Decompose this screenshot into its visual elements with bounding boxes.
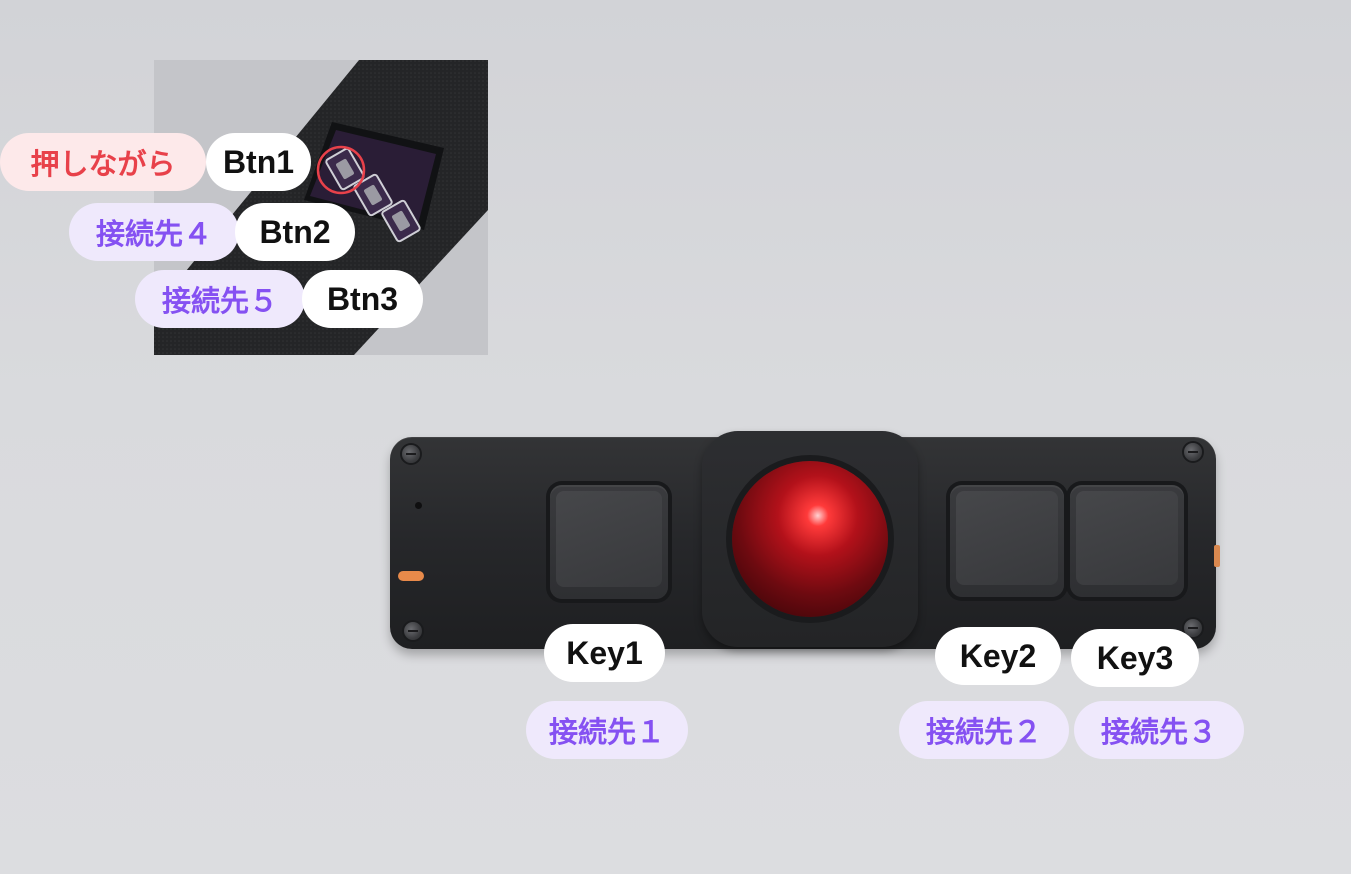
screw-top-right bbox=[1184, 443, 1202, 461]
key2-action-label: 接続先２ bbox=[899, 701, 1069, 759]
key3-action-label: 接続先３ bbox=[1074, 701, 1244, 759]
key1-switch[interactable] bbox=[550, 485, 668, 599]
key3-label: Key3 bbox=[1071, 629, 1199, 687]
screw-bottom-right bbox=[1184, 619, 1202, 637]
trackball-housing bbox=[702, 431, 918, 647]
btn1-label: Btn1 bbox=[206, 133, 311, 191]
btn2-action-label: 接続先４ bbox=[69, 203, 239, 261]
trackball[interactable] bbox=[732, 461, 888, 617]
hold-label: 押しながら bbox=[0, 133, 206, 191]
side-port bbox=[1214, 545, 1220, 567]
key2-label: Key2 bbox=[935, 627, 1061, 685]
key1-action-label: 接続先１ bbox=[526, 701, 688, 759]
screw-bottom-left bbox=[404, 622, 422, 640]
btn2-label: Btn2 bbox=[235, 203, 355, 261]
key1-label: Key1 bbox=[544, 624, 665, 682]
screw-top-left bbox=[402, 445, 420, 463]
status-led bbox=[398, 571, 424, 581]
highlight-circle bbox=[316, 145, 366, 195]
btn3-label: Btn3 bbox=[302, 270, 423, 328]
indicator-hole bbox=[415, 502, 422, 509]
key2-switch[interactable] bbox=[950, 485, 1064, 597]
trackball-device bbox=[390, 431, 1220, 651]
key3-switch[interactable] bbox=[1070, 485, 1184, 597]
btn3-action-label: 接続先５ bbox=[135, 270, 305, 328]
